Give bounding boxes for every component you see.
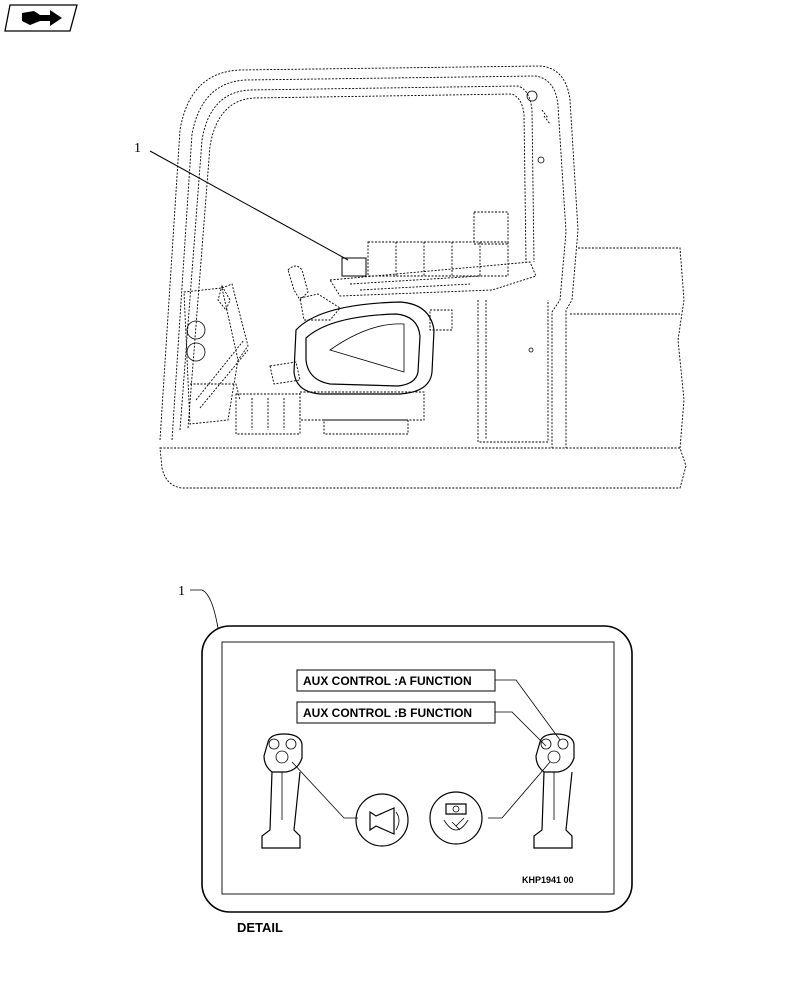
aux-control-b-label: AUX CONTROL :B FUNCTION [303,706,472,720]
callout-number-top: 1 [134,141,141,156]
auxiliary-function-icon [429,791,483,845]
next-page-arrow-icon [4,4,78,32]
horn-icon [355,793,409,847]
cab-illustration: 1 [134,65,687,489]
label-box-a [296,669,496,692]
next-page-button[interactable] [4,4,78,32]
callout-number-detail: 1 [178,584,185,599]
aux-control-a-label: AUX CONTROL :A FUNCTION [303,674,472,688]
label-box-b [296,701,496,724]
right-joystick-icon [533,733,575,849]
part-code: KHP1941 00 [522,875,574,885]
detail-caption: DETAIL [237,920,283,935]
decal-inner-border [221,641,615,895]
left-joystick-icon [261,733,303,849]
decal-outline [201,625,633,913]
decal-detail: 1 AUX CONTROL :A FUNCTION AUX CONTROL :B… [178,584,633,913]
